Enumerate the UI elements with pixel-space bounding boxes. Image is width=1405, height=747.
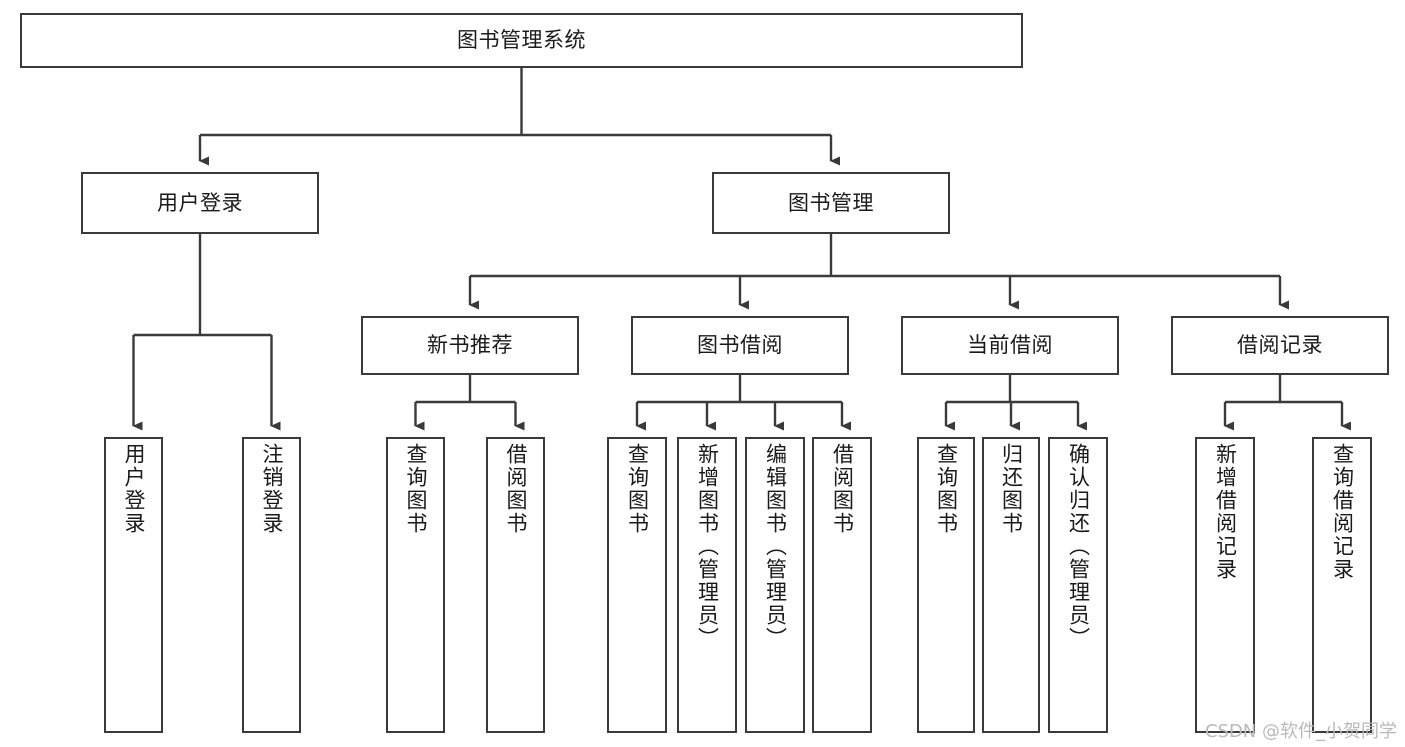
node-leaf-query-book-3[interactable]: 查询图书 — [917, 437, 975, 733]
node-root[interactable]: 图书管理系统 — [20, 13, 1023, 68]
node-leaf-return-book-label: 归还图书 — [999, 443, 1024, 535]
node-leaf-query-record-label: 查询借阅记录 — [1330, 443, 1355, 581]
node-leaf-return-book[interactable]: 归还图书 — [982, 437, 1040, 733]
node-book-borrow[interactable]: 图书借阅 — [631, 316, 849, 375]
node-leaf-query-book-1-label: 查询图书 — [404, 443, 428, 535]
node-new-book-recommend[interactable]: 新书推荐 — [361, 316, 579, 375]
node-leaf-confirm-return-label: 确认归还（管理员） — [1066, 443, 1091, 650]
node-user-login-label: 用户登录 — [157, 190, 243, 215]
node-leaf-add-book-label: 新增图书（管理员） — [695, 443, 720, 650]
node-leaf-borrow-book-1-label: 借阅图书 — [504, 443, 528, 535]
node-leaf-confirm-return[interactable]: 确认归还（管理员） — [1048, 437, 1108, 733]
node-book-manage[interactable]: 图书管理 — [712, 172, 950, 234]
node-leaf-add-book[interactable]: 新增图书（管理员） — [677, 437, 737, 733]
node-leaf-borrow-book-1[interactable]: 借阅图书 — [486, 437, 545, 733]
node-leaf-query-record[interactable]: 查询借阅记录 — [1312, 437, 1372, 733]
node-leaf-query-book-2-label: 查询图书 — [625, 443, 650, 535]
node-borrow-record[interactable]: 借阅记录 — [1171, 316, 1389, 375]
node-leaf-query-book-2[interactable]: 查询图书 — [607, 437, 667, 733]
node-leaf-add-record[interactable]: 新增借阅记录 — [1195, 437, 1255, 733]
node-book-borrow-label: 图书借阅 — [697, 333, 783, 358]
node-leaf-logout-label: 注销登录 — [260, 443, 284, 535]
node-leaf-borrow-book-2-label: 借阅图书 — [830, 443, 855, 535]
node-new-book-recommend-label: 新书推荐 — [427, 333, 513, 358]
node-book-manage-label: 图书管理 — [788, 190, 874, 215]
node-user-login[interactable]: 用户登录 — [81, 172, 319, 234]
node-leaf-query-book-3-label: 查询图书 — [934, 443, 959, 535]
node-leaf-user-login[interactable]: 用户登录 — [104, 437, 163, 733]
node-leaf-logout[interactable]: 注销登录 — [242, 437, 301, 733]
node-leaf-add-record-label: 新增借阅记录 — [1213, 443, 1238, 581]
node-current-borrow-label: 当前借阅 — [967, 333, 1053, 358]
node-leaf-query-book-1[interactable]: 查询图书 — [386, 437, 445, 733]
node-root-label: 图书管理系统 — [457, 28, 586, 53]
node-leaf-edit-book[interactable]: 编辑图书（管理员） — [745, 437, 805, 733]
node-borrow-record-label: 借阅记录 — [1237, 333, 1323, 358]
node-leaf-borrow-book-2[interactable]: 借阅图书 — [812, 437, 872, 733]
node-leaf-user-login-label: 用户登录 — [122, 443, 146, 535]
node-leaf-edit-book-label: 编辑图书（管理员） — [763, 443, 788, 650]
node-current-borrow[interactable]: 当前借阅 — [901, 316, 1119, 375]
